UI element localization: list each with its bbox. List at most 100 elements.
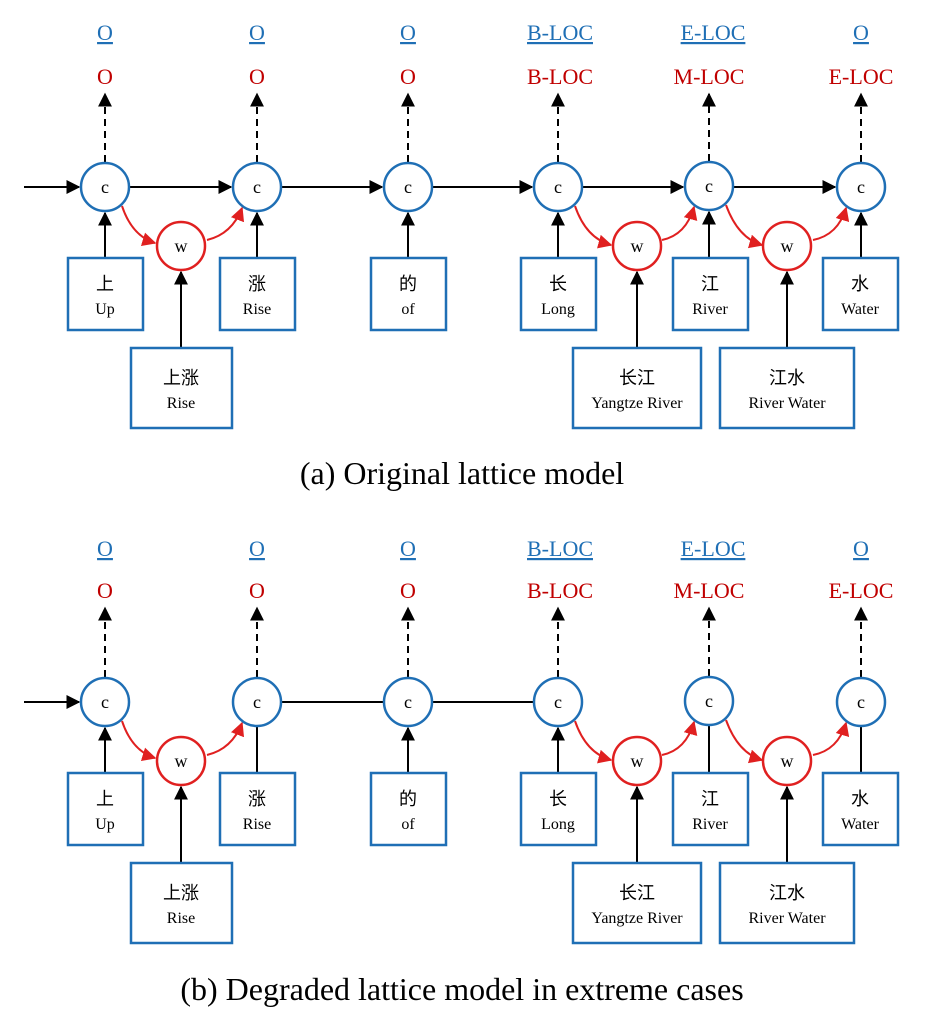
gold-label: O (249, 536, 265, 561)
gold-label: O (249, 20, 265, 45)
char-node (231, 676, 283, 728)
predicted-label: M-LOC (674, 64, 745, 89)
word-node (155, 220, 207, 272)
word-node-label: w (631, 236, 644, 256)
char-node-label: c (554, 692, 562, 712)
char-box (519, 771, 598, 847)
char-node (79, 161, 131, 213)
char-node (532, 676, 584, 728)
char-node (382, 161, 434, 213)
gold-label: O (853, 20, 869, 45)
word-box-en: Yangtze River (591, 910, 683, 927)
word-node-label: w (175, 236, 188, 256)
gold-label: O (853, 536, 869, 561)
char-box-zh: 涨 (248, 274, 266, 295)
gold-label: B-LOC (527, 536, 593, 561)
gold-label: O (97, 20, 113, 45)
word-box-en: Rise (167, 395, 195, 412)
word-box-en: River Water (748, 910, 826, 927)
gold-label: E-LOC (681, 536, 746, 561)
word-node-label: w (781, 236, 794, 256)
char-box-zh: 的 (399, 274, 417, 295)
char-box (66, 771, 145, 847)
word-node (155, 735, 207, 787)
char-node-label: c (705, 176, 713, 196)
predicted-label: O (249, 578, 265, 603)
char-node (79, 676, 131, 728)
gold-label: E-LOC (681, 20, 746, 45)
char-box (218, 256, 297, 332)
predicted-label: E-LOC (829, 64, 894, 89)
char-box-en: Water (841, 301, 879, 318)
char-box-en: Rise (243, 301, 271, 318)
char-node-label: c (705, 691, 713, 711)
gold-label: O (400, 20, 416, 45)
gold-label: O (400, 536, 416, 561)
predicted-label: M-LOC (674, 578, 745, 603)
lattice-arc (121, 720, 157, 762)
char-node (835, 676, 887, 728)
gold-label: O (97, 536, 113, 561)
predicted-label: O (97, 578, 113, 603)
word-node (761, 735, 813, 787)
char-box-zh: 水 (851, 789, 869, 810)
panel-a: O O O B-LOC E-LOC O O O O B-LOC M-LOC E-… (24, 20, 900, 491)
panel-b: O O O B-LOC E-LOC O O O O B-LOC M-LOC E-… (24, 536, 900, 1007)
char-node-label: c (857, 177, 865, 197)
lattice-arc (725, 719, 764, 764)
char-box-en: River (692, 816, 728, 833)
lattice-arc (661, 205, 698, 241)
predicted-label: O (400, 64, 416, 89)
predicted-label: O (97, 64, 113, 89)
char-box-en: Up (95, 301, 115, 318)
char-node (683, 675, 735, 727)
word-box-zh: 长江 (619, 883, 655, 904)
char-box-en: River (692, 301, 728, 318)
lattice-arc (206, 721, 245, 756)
predicted-label: B-LOC (527, 578, 593, 603)
word-box (571, 861, 703, 945)
char-box-en: Long (541, 301, 575, 318)
char-node-label: c (857, 692, 865, 712)
word-node (611, 220, 663, 272)
char-box (671, 771, 750, 847)
char-box (218, 771, 297, 847)
predicted-label: O (400, 578, 416, 603)
char-box-en: Water (841, 816, 879, 833)
char-box-zh: 上 (96, 274, 114, 295)
word-node (761, 220, 813, 272)
char-box (369, 256, 448, 332)
word-box (571, 346, 703, 430)
gold-label: B-LOC (527, 20, 593, 45)
char-box (519, 256, 598, 332)
lattice-arc (574, 720, 613, 764)
char-box (66, 256, 145, 332)
predicted-label: B-LOC (527, 64, 593, 89)
panel-caption: (b) Degraded lattice model in extreme ca… (180, 971, 743, 1007)
lattice-arc (661, 720, 698, 756)
char-box (671, 256, 750, 332)
char-node (683, 160, 735, 212)
word-node-label: w (175, 751, 188, 771)
char-box (821, 771, 900, 847)
word-box-zh: 长江 (619, 368, 655, 389)
word-box (718, 346, 856, 430)
char-box-en: Rise (243, 816, 271, 833)
char-node (532, 161, 584, 213)
char-box-en: of (401, 301, 415, 318)
word-box (129, 346, 234, 430)
panel-caption: (a) Original lattice model (300, 455, 624, 491)
word-node-label: w (781, 751, 794, 771)
char-box-en: of (401, 816, 415, 833)
char-box-zh: 长 (549, 789, 567, 810)
word-box (129, 861, 234, 945)
char-node-label: c (253, 177, 261, 197)
char-box-en: Long (541, 816, 575, 833)
char-box-zh: 水 (851, 274, 869, 295)
char-box-en: Up (95, 816, 115, 833)
char-box-zh: 涨 (248, 789, 266, 810)
word-box-zh: 江水 (769, 883, 805, 904)
char-box-zh: 江 (701, 789, 719, 810)
char-node-label: c (101, 692, 109, 712)
word-box-zh: 上涨 (163, 883, 199, 904)
